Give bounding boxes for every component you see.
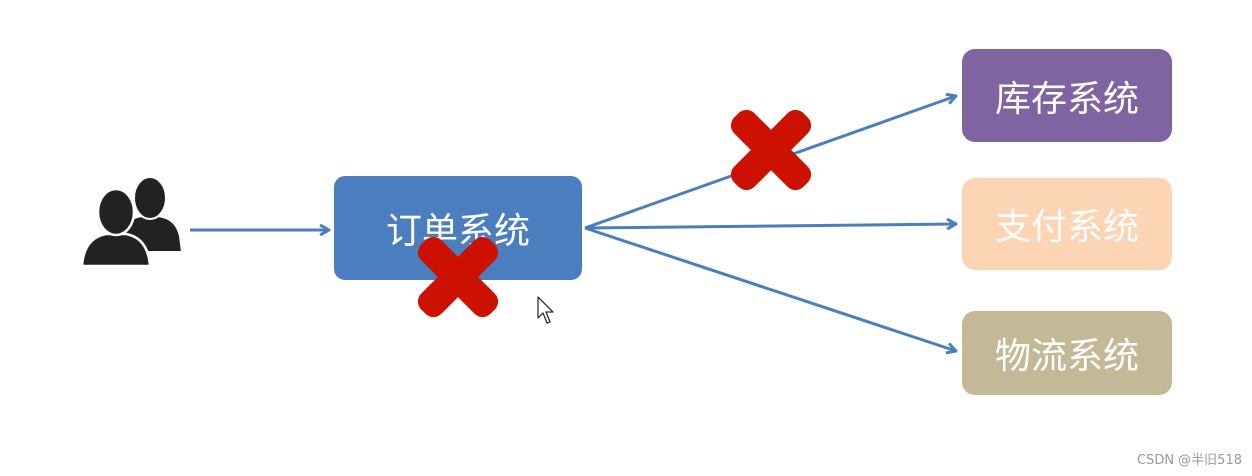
logistics-system-box: 物流系统 [962,311,1172,395]
inventory-system-box: 库存系统 [962,49,1172,142]
red-x-icon [730,109,812,191]
mouse-cursor-icon [537,296,554,324]
arrow-order-to-payment [584,224,956,228]
users-icon [80,176,184,268]
red-x-icon [417,236,499,318]
watermark: CSDN @半旧518 [1136,453,1242,468]
arrow-order-to-logistics [584,226,956,351]
payment-system-box: 支付系统 [962,178,1172,270]
